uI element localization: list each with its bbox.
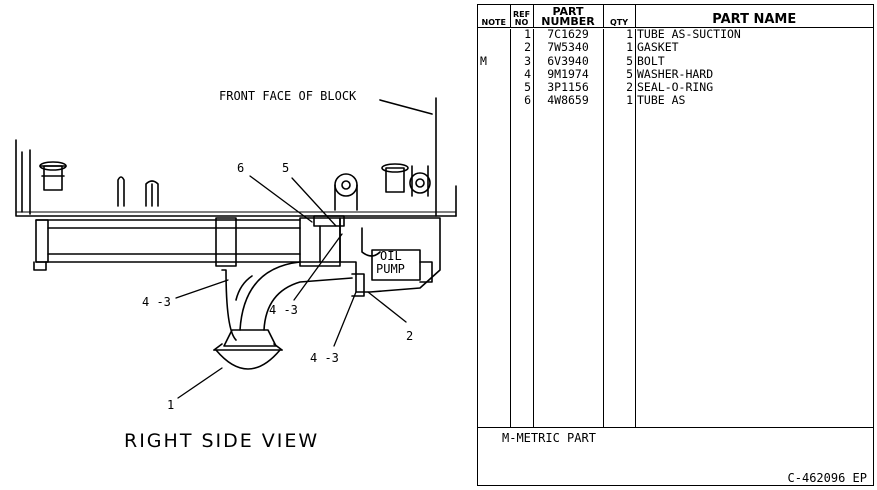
header-part-number-line1: PART	[552, 5, 584, 18]
row-note	[478, 68, 510, 81]
row-qty: 1	[626, 40, 633, 55]
table-row: 2 7W5340 1 GASKET	[478, 40, 873, 55]
block-left-face	[21, 149, 31, 215]
column-divider-ref	[533, 29, 534, 427]
front-face-label: FRONT FACE OF BLOCK	[219, 89, 357, 103]
row-part-name: BOLT	[637, 53, 665, 68]
table-row: 1 7C1629 1 TUBE AS-SUCTION	[478, 27, 873, 42]
row-qty: 1	[626, 93, 633, 108]
header-part-name: PART NAME	[635, 5, 873, 28]
oil-pump-label-bottom: PUMP	[376, 262, 405, 276]
right-drain-plug	[381, 163, 431, 197]
row-qty: 5	[626, 53, 633, 68]
table-row: M 3 6V3940 5 BOLT	[478, 53, 873, 68]
leader-2	[367, 291, 407, 323]
oil-pump-body	[339, 217, 441, 297]
row-part-name: TUBE AS-SUCTION	[637, 27, 741, 41]
parts-table: NOTE REF NO PART NUMBER QTY PART NAME 1 …	[478, 5, 873, 108]
row-part-number: 9M1974	[547, 66, 589, 81]
leader-4-3-c	[333, 291, 357, 347]
metric-note: M-METRIC PART	[502, 431, 596, 445]
table-row: 6 4W8659 1 TUBE AS	[478, 93, 873, 108]
row-part-number: 4W8659	[547, 93, 589, 108]
callout-4-3-lower: 4 -3	[310, 351, 339, 365]
crossover-tube	[33, 217, 301, 271]
header-ref-line1: REF	[512, 10, 531, 19]
row-ref: 3	[524, 53, 531, 68]
column-divider-part-number	[603, 29, 604, 427]
row-ref: 2	[524, 40, 531, 55]
row-part-number: 6V3940	[547, 53, 589, 68]
row-ref: 1	[524, 27, 531, 41]
row-part-name: GASKET	[637, 40, 679, 55]
header-part-number: PART NUMBER	[533, 5, 604, 28]
row-part-number: 7W5340	[547, 40, 589, 55]
suction-tube-elbow	[221, 261, 353, 341]
center-lugs	[117, 176, 159, 207]
leader-6	[249, 175, 313, 223]
row-ref: 6	[524, 93, 531, 108]
row-part-name: SEAL-O-RING	[637, 80, 714, 95]
row-qty: 2	[626, 80, 633, 95]
row-part-name: TUBE AS	[637, 93, 686, 108]
row-note: M	[480, 53, 487, 68]
callout-2: 2	[406, 329, 414, 343]
view-title: RIGHT SIDE VIEW	[124, 430, 320, 452]
row-qty: 1	[626, 27, 633, 41]
right-boss	[334, 173, 358, 211]
row-note	[478, 94, 510, 107]
row-part-number: 3P1156	[547, 80, 589, 95]
row-note	[478, 41, 510, 54]
table-row: 5 3P1156 2 SEAL-O-RING	[478, 80, 873, 95]
callout-leaders	[175, 175, 407, 399]
front-face-leader	[379, 99, 433, 115]
document-id: C-462096 EP	[787, 471, 867, 485]
suction-screen-bell	[213, 329, 283, 370]
column-divider-qty	[635, 29, 636, 427]
block-bottom-edge	[15, 139, 457, 217]
leader-4-3-a	[175, 279, 229, 299]
row-qty: 5	[626, 66, 633, 81]
header-part-number-line2: NUMBER	[541, 15, 595, 28]
header-ref-no: REF NO	[510, 5, 534, 28]
callout-5: 5	[282, 161, 290, 175]
row-part-number: 7C1629	[547, 27, 589, 41]
footer-divider	[478, 427, 873, 428]
row-note	[478, 28, 510, 42]
row-ref: 4	[524, 66, 531, 81]
header-ref-line2: NO	[514, 18, 529, 27]
oil-pump-label-top: OIL	[380, 249, 402, 263]
left-drain-plug	[39, 161, 67, 191]
leader-5	[291, 177, 337, 227]
row-note	[478, 81, 510, 94]
row-ref: 5	[524, 80, 531, 95]
parts-table-header: NOTE REF NO PART NUMBER QTY PART NAME	[478, 5, 873, 28]
callout-1: 1	[167, 398, 175, 412]
header-note: NOTE	[478, 5, 511, 28]
callout-4-3-left: 4 -3	[142, 295, 171, 309]
header-qty: QTY	[603, 5, 636, 28]
callout-6: 6	[237, 161, 245, 175]
row-part-name: WASHER-HARD	[637, 66, 714, 81]
parts-list-panel: NOTE REF NO PART NUMBER QTY PART NAME 1 …	[477, 4, 874, 486]
table-row: 4 9M1974 5 WASHER-HARD	[478, 66, 873, 81]
column-divider-note	[510, 29, 511, 427]
engine-linework	[15, 97, 457, 399]
callout-4-3-middle: 4 -3	[269, 303, 298, 317]
leader-4-3-b	[293, 233, 343, 301]
exploded-view-drawing: FRONT FACE OF BLOCK OIL PUMP 6 5 4 -3 4 …	[15, 89, 457, 452]
leader-1	[177, 367, 223, 399]
